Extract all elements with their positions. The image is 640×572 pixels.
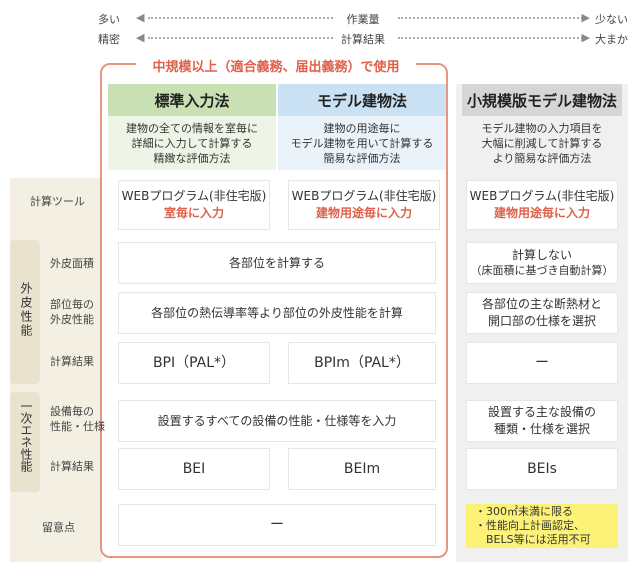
scale-left-label: 精密 <box>98 33 120 46</box>
energy-group-band <box>10 392 40 492</box>
label-line: 外皮性能 <box>50 313 94 326</box>
envelope-perf-main: 各部位の熱伝導率等より部位の外皮性能を計算 <box>118 292 436 334</box>
row-label-tool: 計算ツール <box>30 195 85 208</box>
envelope-perf-small: 各部位の主な断熱材と 開口部の仕様を選択 <box>466 292 618 334</box>
desc-bg-standard <box>108 116 276 170</box>
row-label-energy-equip: 設備毎の 性能・仕様 <box>50 404 105 434</box>
tool-cell-small: WEBプログラム(非住宅版) 建物用途毎に入力 <box>466 180 618 230</box>
envelope-area-small: 計算しない （床面積に基づき自動計算） <box>466 242 618 284</box>
header-model-building: モデル建物法 <box>278 84 446 116</box>
tool-cell-standard: WEBプログラム(非住宅版) 室毎に入力 <box>118 180 270 230</box>
notes-main: ー <box>118 504 436 546</box>
tool-input-unit: 建物用途毎に入力 <box>315 206 412 220</box>
cell-line: 開口部の仕様を選択 <box>487 314 596 328</box>
cell-line: 各部位の主な断熱材と <box>481 297 602 311</box>
scale-right-label: 大まか <box>595 33 628 46</box>
energy-group-label: 一次エネ性能 <box>19 400 33 472</box>
envelope-group-band <box>10 240 40 384</box>
scale-center-label: 作業量 <box>346 13 380 26</box>
scale-row-workload: 多い ◀ 作業量 ▶ 少ない <box>98 10 628 26</box>
desc-line: 建物の用途毎に <box>323 122 401 135</box>
desc-line: より簡易な評価方法 <box>492 152 592 165</box>
scale-row-precision: 精密 ◀ 計算結果 ▶ 大まか <box>98 30 628 46</box>
desc-standard-input: 建物の全ての情報を室毎に 詳細に入力して計算する 精緻な評価方法 <box>108 121 276 166</box>
row-label-energy-result: 計算結果 <box>50 460 94 473</box>
energy-result-model: BEIm <box>288 448 436 490</box>
envelope-result-small: ー <box>466 342 618 384</box>
desc-line: 建物の全ての情報を室毎に <box>126 122 258 135</box>
row-label-notes: 留意点 <box>42 521 75 534</box>
desc-line: モデル建物を用いて計算する <box>290 137 434 150</box>
row-label-envelope-area: 外皮面積 <box>50 257 94 270</box>
tool-input-unit: 建物用途毎に入力 <box>493 206 590 220</box>
desc-line: 詳細に入力して計算する <box>131 137 253 150</box>
energy-result-small: BEIs <box>466 448 618 490</box>
cell-line: 種類・仕様を選択 <box>493 422 590 436</box>
label-line: 部位毎の <box>50 298 94 311</box>
note-line: BELS等には活用不可 <box>475 533 591 546</box>
energy-equip-main: 設置するすべての設備の性能・仕様等を入力 <box>118 400 436 442</box>
envelope-area-main: 各部位を計算する <box>118 242 436 284</box>
label-line: 性能・仕様 <box>50 420 105 433</box>
row-label-envelope-result: 計算結果 <box>50 355 94 368</box>
arrow-right-icon: ▶ <box>581 31 590 44</box>
label-line: 設備毎の <box>50 405 94 418</box>
envelope-result-standard: BPI（PAL*） <box>118 342 270 384</box>
dotted-line <box>148 37 333 39</box>
tool-name: WEBプログラム(非住宅版) <box>469 189 615 203</box>
tool-name: WEBプログラム(非住宅版) <box>291 189 437 203</box>
energy-equip-small: 設置する主な設備の 種類・仕様を選択 <box>466 400 618 442</box>
desc-bg-model <box>278 116 446 170</box>
arrow-left-icon: ◀ <box>136 31 145 44</box>
desc-small-model: モデル建物の入力項目を 大幅に削減して計算する より簡易な評価方法 <box>462 121 622 166</box>
banner-title: 中規模以上（適合義務、届出義務）で使用 <box>136 56 416 75</box>
arrow-left-icon: ◀ <box>136 11 145 24</box>
energy-result-standard: BEI <box>118 448 270 490</box>
desc-line: 精緻な評価方法 <box>153 152 231 165</box>
scale-left-label: 多い <box>98 13 120 26</box>
envelope-result-model: BPIm（PAL*） <box>288 342 436 384</box>
tool-input-unit: 室毎に入力 <box>163 206 224 220</box>
dotted-line <box>398 37 583 39</box>
envelope-group-label: 外皮性能 <box>19 282 33 338</box>
dotted-line <box>398 17 583 19</box>
scale-center-label: 計算結果 <box>341 33 385 46</box>
scale-right-label: 少ない <box>595 13 628 26</box>
cell-line: 計算しない <box>511 248 572 262</box>
note-line: ・300㎡未満に限る <box>475 505 573 518</box>
row-label-envelope-perf: 部位毎の 外皮性能 <box>50 297 94 327</box>
cell-line: 設置する主な設備の <box>487 405 596 419</box>
tool-name: WEBプログラム(非住宅版) <box>121 189 267 203</box>
note-line: ・性能向上計画認定、 <box>475 519 585 532</box>
arrow-right-icon: ▶ <box>581 11 590 24</box>
header-standard-input: 標準入力法 <box>108 84 276 116</box>
desc-line: モデル建物の入力項目を <box>481 122 603 135</box>
notes-small-highlight: ・300㎡未満に限る ・性能向上計画認定、 BELS等には活用不可 <box>466 504 618 548</box>
tool-cell-model: WEBプログラム(非住宅版) 建物用途毎に入力 <box>288 180 440 230</box>
desc-model-building: 建物の用途毎に モデル建物を用いて計算する 簡易な評価方法 <box>278 121 446 166</box>
cell-line: （床面積に基づき自動計算） <box>470 264 614 277</box>
header-small-model: 小規模版モデル建物法 <box>462 84 622 116</box>
desc-line: 大幅に削減して計算する <box>481 137 603 150</box>
desc-line: 簡易な評価方法 <box>323 152 401 165</box>
dotted-line <box>148 17 333 19</box>
